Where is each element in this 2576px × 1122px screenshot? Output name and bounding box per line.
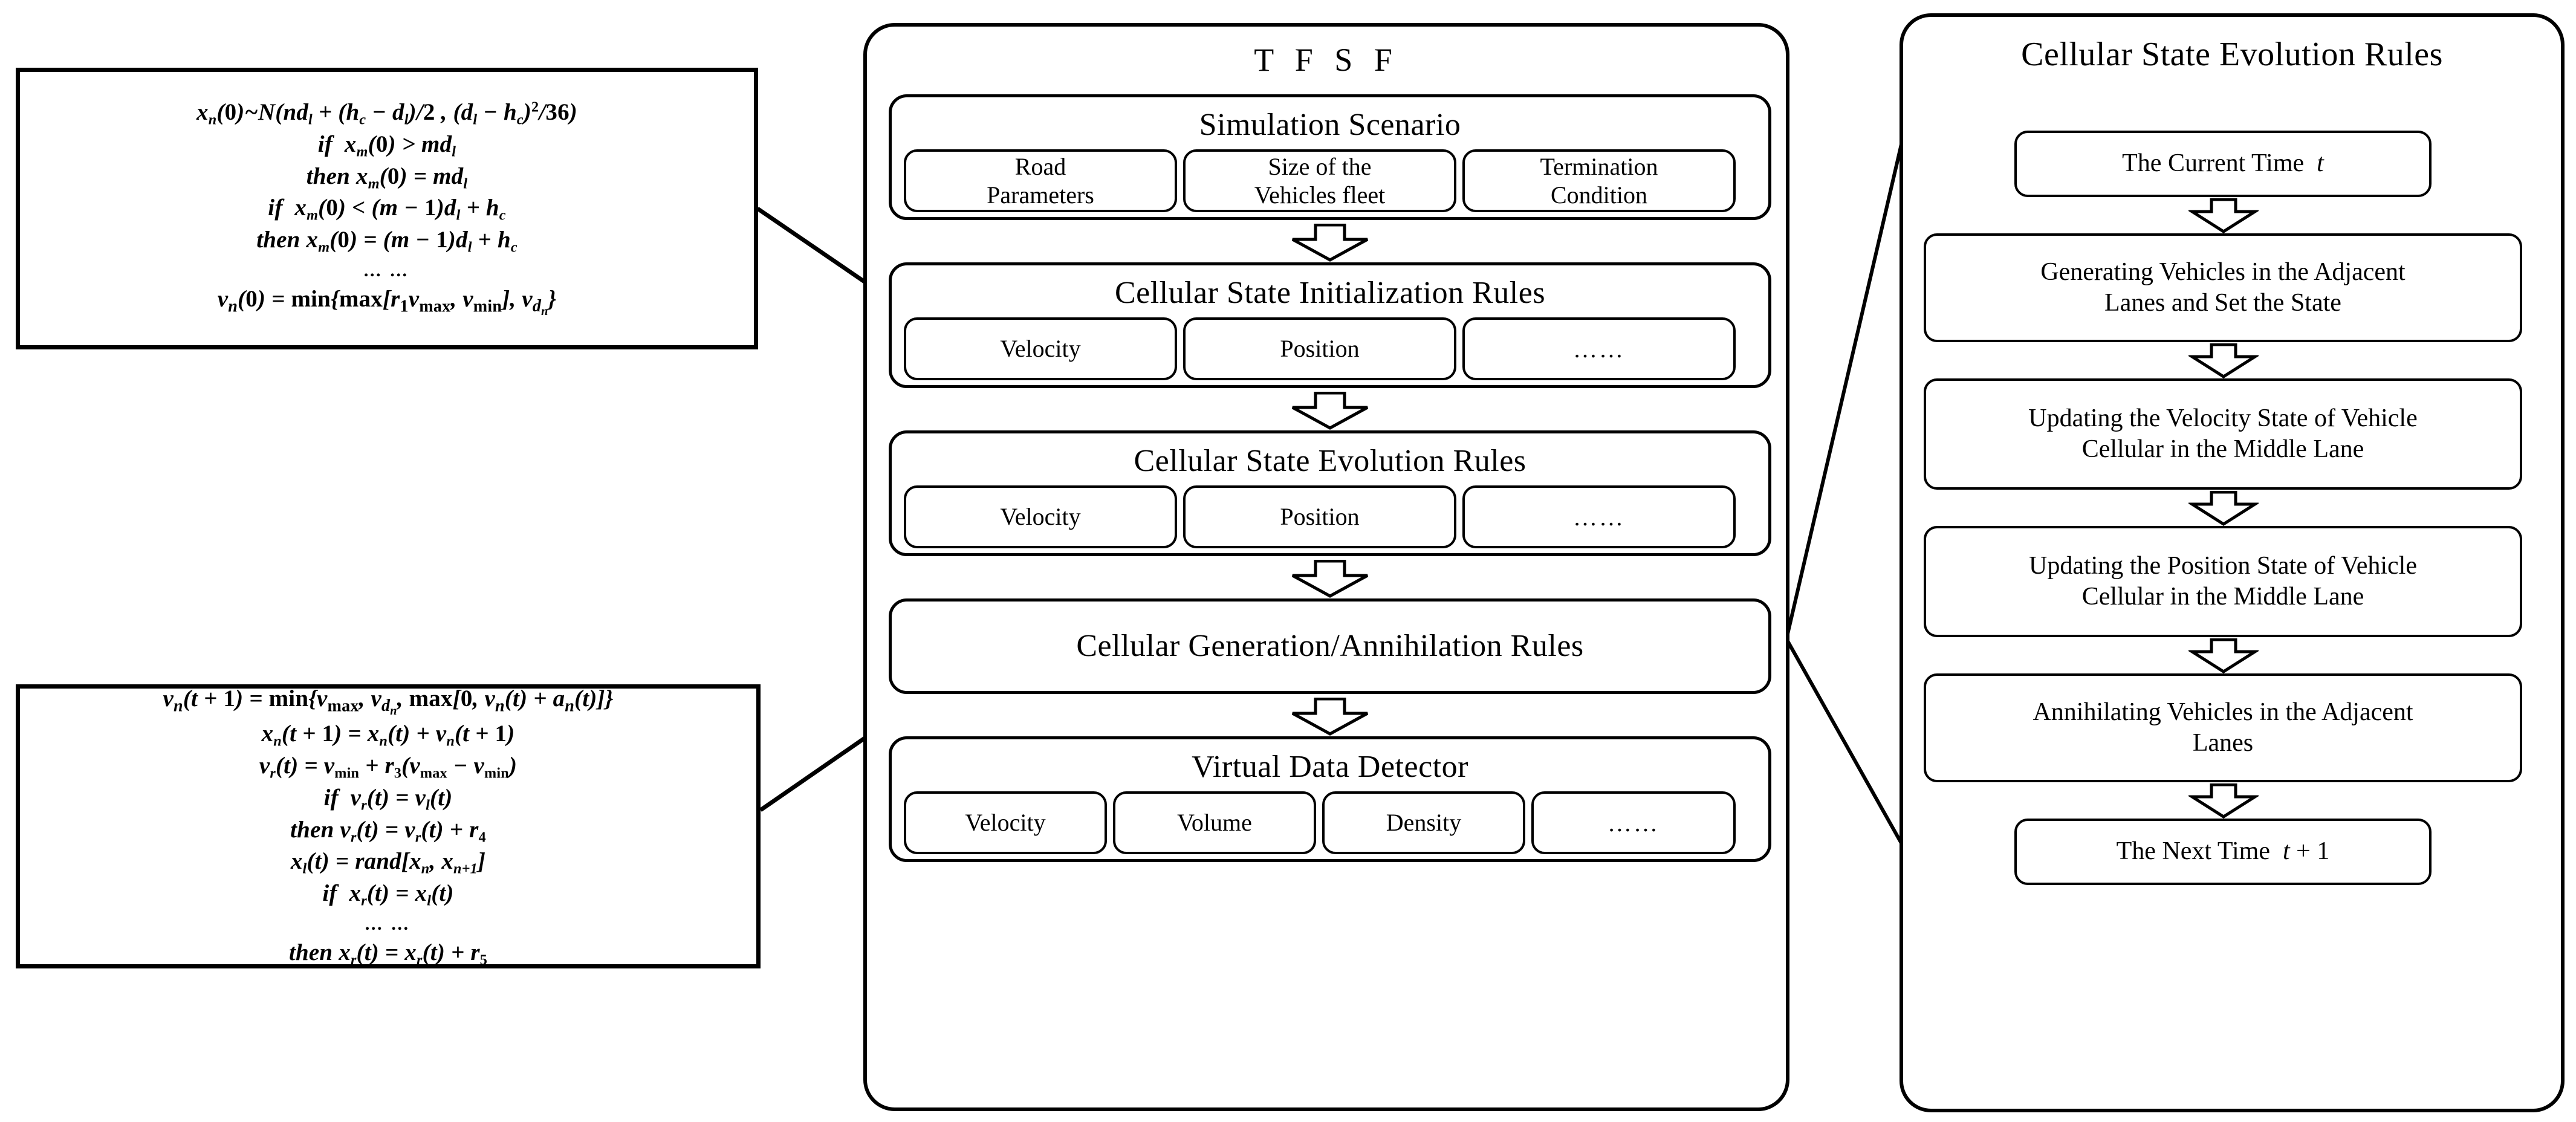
chip-density[interactable]: Density: [1322, 791, 1525, 854]
chip-position[interactable]: Position: [1183, 317, 1456, 380]
chip-label: Velocity: [1000, 503, 1081, 531]
formula-line: then xm(0) = mdl: [306, 163, 468, 192]
formula-line: then xr(t) = xr(t) + r5: [288, 939, 488, 968]
chip-more[interactable]: ……: [1531, 791, 1736, 854]
block-arrow-down-icon: [2188, 343, 2259, 378]
formula-line: xn(t + 1) = xn(t) + vn(t + 1): [261, 721, 515, 750]
node-the-current-time[interactable]: The Current Time t: [2014, 131, 2432, 197]
cellular-state-evolution-formula-box: vn(t + 1) = min{vmax, vdn, max[0, vn(t) …: [16, 684, 761, 968]
evolution-panel-title: Cellular State Evolution Rules: [2021, 36, 2443, 73]
chip-velocity[interactable]: Velocity: [904, 317, 1177, 380]
cellular-generation-annihilation-rules-section: Cellular Generation/Annihilation Rules: [889, 598, 1771, 694]
block-arrow-down-icon: [2188, 491, 2259, 526]
cellular-state-evolution-rules-panel: Cellular State Evolution Rules The Curre…: [1900, 13, 2565, 1112]
chip-label: Density: [1386, 809, 1462, 837]
chip-label: Velocity: [1000, 335, 1081, 363]
formula-line: xl(t) = rand[xn, xn+1]: [290, 848, 486, 877]
chip-more[interactable]: ……: [1462, 485, 1736, 548]
block-arrow-down-icon: [1288, 224, 1372, 262]
chip-more[interactable]: ……: [1462, 317, 1736, 380]
chip-label: Position: [1280, 503, 1360, 531]
formula-line: vn(0) = min{max[r1vmax, vmin], vdn}: [217, 285, 557, 319]
chip-volume[interactable]: Volume: [1113, 791, 1316, 854]
block-arrow-down-icon: [2188, 198, 2259, 233]
formula-line: if xm(0) < (m − 1)dl + hc: [268, 195, 506, 224]
formula-line: if xr(t) = xl(t): [322, 880, 454, 909]
chip-label: Position: [1280, 335, 1360, 363]
chip-label: Velocity: [965, 809, 1046, 837]
chip-label: ……: [1608, 809, 1659, 837]
cellular-state-initialization-rules-section: Cellular State Initialization Rules Velo…: [889, 262, 1771, 388]
formula-ellipsis: … …: [365, 913, 412, 934]
formula-ellipsis: … …: [363, 260, 410, 280]
chip-velocity[interactable]: Velocity: [904, 791, 1107, 854]
formula-line: then xm(0) = (m − 1)dl + hc: [256, 227, 517, 256]
block-arrow-down-icon: [2188, 783, 2259, 819]
node-label: The Next Time t + 1: [2116, 837, 2330, 866]
formula-line: vn(t + 1) = min{vmax, vdn, max[0, vn(t) …: [163, 685, 614, 718]
connector-line-evolution-to-panel-bottom: [1785, 638, 1905, 848]
tfsf-title: T F S F: [1254, 42, 1399, 78]
chip-label: ……: [1573, 335, 1625, 363]
cellular-state-initialization-rules-title: Cellular State Initialization Rules: [1114, 276, 1546, 310]
block-arrow-down-icon: [2188, 638, 2259, 673]
node-the-next-time[interactable]: The Next Time t + 1: [2014, 819, 2432, 885]
connector-line-evolution-to-panel-top: [1785, 136, 1905, 640]
chip-position[interactable]: Position: [1183, 485, 1456, 548]
cellular-state-initialization-formula-box: xn(0)~N(ndl + (hc − dl)/2 , (dl − hc)2/3…: [16, 68, 758, 349]
node-label: The Current Time t: [2122, 149, 2324, 178]
chip-label: ……: [1573, 503, 1625, 531]
virtual-data-detector-title: Virtual Data Detector: [1192, 750, 1468, 784]
chip-label: Volume: [1177, 809, 1252, 837]
virtual-data-detector-section: Virtual Data Detector Velocity Volume De…: [889, 736, 1771, 862]
cellular-state-evolution-rules-title: Cellular State Evolution Rules: [1134, 444, 1526, 478]
chip-velocity[interactable]: Velocity: [904, 485, 1177, 548]
formula-line: if xm(0) > mdl: [317, 131, 456, 160]
simulation-scenario-title: Simulation Scenario: [1199, 108, 1461, 142]
formula-line: vr(t) = vmin + r3(vmax − vmin): [259, 753, 517, 782]
cellular-generation-annihilation-rules-title: Cellular Generation/Annihilation Rules: [1076, 629, 1584, 663]
block-arrow-down-icon: [1288, 560, 1372, 598]
formula-line: xn(0)~N(ndl + (hc − dl)/2 , (dl − hc)2/3…: [196, 99, 577, 128]
formula-line: if vr(t) = vl(t): [323, 784, 453, 814]
block-arrow-down-icon: [1288, 698, 1372, 736]
formula-line: then vr(t) = vr(t) + r4: [290, 816, 486, 845]
block-arrow-down-icon: [1288, 392, 1372, 430]
cellular-state-evolution-rules-section: Cellular State Evolution Rules Velocity …: [889, 430, 1771, 556]
